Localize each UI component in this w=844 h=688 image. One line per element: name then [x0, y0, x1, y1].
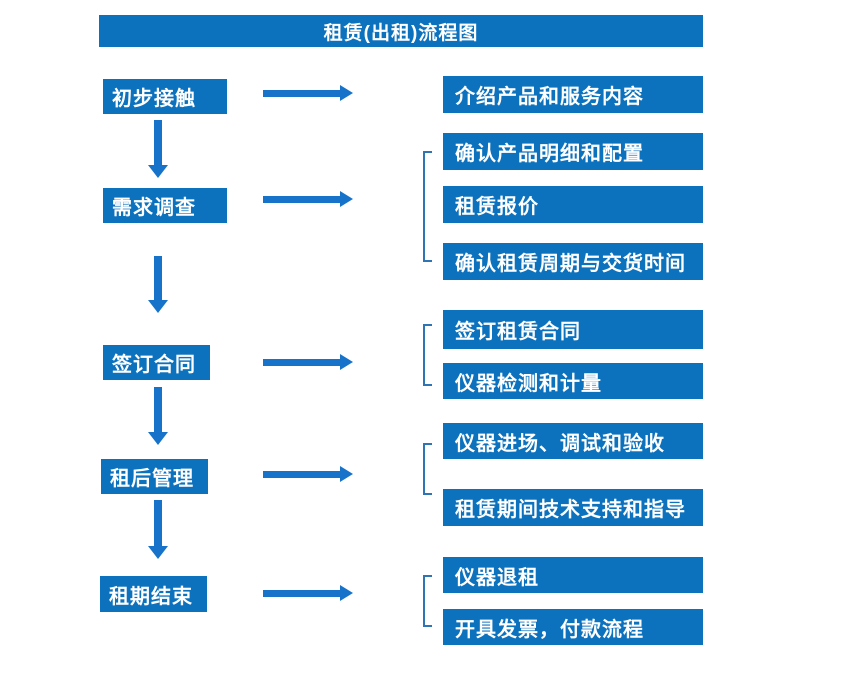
arrow-shaft: [263, 589, 340, 597]
group-bracket-post-rental: [423, 443, 432, 495]
step-box-demand-survey: 需求调查: [103, 188, 227, 223]
arrow-head-icon: [148, 432, 168, 445]
group-bracket-rental-end: [423, 575, 432, 627]
step-box-initial-contact: 初步接触: [103, 79, 227, 114]
arrow-head-icon: [340, 466, 353, 482]
arrow-head-icon: [148, 165, 168, 178]
right-arrow-step3: [263, 354, 353, 370]
arrow-shaft: [263, 470, 340, 478]
down-arrow-2: [148, 256, 168, 313]
detail-box-invoice-payment: 开具发票，付款流程: [443, 609, 703, 645]
arrow-shaft: [263, 358, 340, 366]
right-arrow-step5: [263, 585, 353, 601]
arrow-head-icon: [340, 585, 353, 601]
arrow-shaft: [154, 120, 162, 165]
down-arrow-1: [148, 120, 168, 178]
detail-box-technical-support: 租赁期间技术支持和指导: [443, 489, 703, 526]
detail-box-sign-rental-contract: 签订租赁合同: [443, 310, 703, 349]
step-box-post-rental-management: 租后管理: [101, 459, 208, 494]
arrow-shaft: [263, 89, 340, 97]
arrow-head-icon: [340, 191, 353, 207]
group-bracket-sign-contract: [423, 324, 432, 386]
down-arrow-3: [148, 387, 168, 445]
arrow-head-icon: [340, 354, 353, 370]
arrow-shaft: [154, 256, 162, 300]
arrow-shaft: [154, 387, 162, 432]
arrow-shaft: [263, 195, 340, 203]
arrow-head-icon: [148, 546, 168, 559]
right-arrow-step2: [263, 191, 353, 207]
detail-box-rental-quote: 租赁报价: [443, 186, 703, 223]
right-arrow-step1: [263, 85, 353, 101]
right-arrow-step4: [263, 466, 353, 482]
arrow-head-icon: [148, 300, 168, 313]
arrow-head-icon: [340, 85, 353, 101]
detail-box-confirm-product-details: 确认产品明细和配置: [443, 133, 703, 170]
down-arrow-4: [148, 500, 168, 559]
detail-box-instrument-setup-acceptance: 仪器进场、调试和验收: [443, 423, 703, 459]
detail-box-instrument-return: 仪器退租: [443, 557, 703, 593]
step-box-rental-end: 租期结束: [100, 576, 207, 612]
flowchart-title: 租赁(出租)流程图: [99, 15, 703, 47]
detail-box-instrument-inspection: 仪器检测和计量: [443, 363, 703, 399]
step-box-sign-contract: 签订合同: [103, 345, 210, 380]
arrow-shaft: [154, 500, 162, 546]
group-bracket-demand-survey: [423, 151, 432, 262]
detail-box-introduce-products: 介绍产品和服务内容: [443, 76, 703, 113]
detail-box-confirm-rental-period: 确认租赁周期与交货时间: [443, 243, 703, 280]
